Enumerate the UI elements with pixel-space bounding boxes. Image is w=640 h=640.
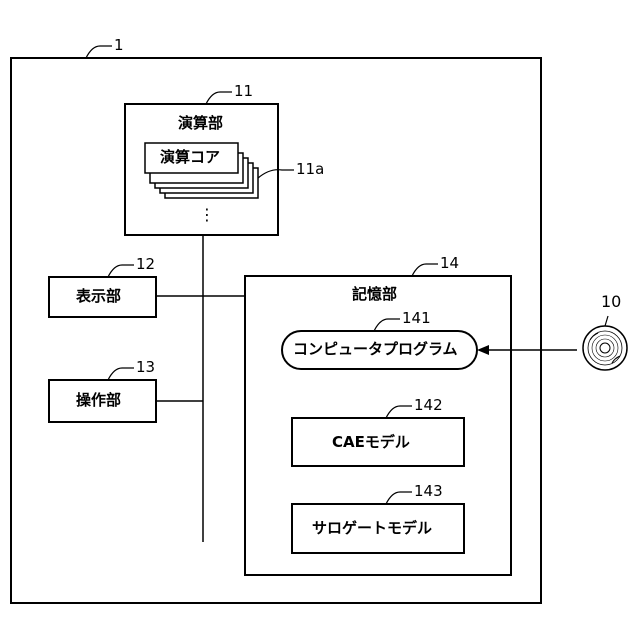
leader-line-143 [386, 492, 412, 504]
ref-13: 13 [136, 360, 155, 375]
leader-line-11a [258, 170, 294, 178]
storage-label: 記憶部 [352, 287, 397, 302]
ref-142: 142 [414, 398, 443, 413]
leader-line-142 [386, 406, 412, 418]
leader-line-141 [374, 319, 400, 331]
processor-label: 演算部 [178, 116, 223, 131]
ellipsis: ⋮ [199, 207, 215, 223]
ref-10: 10 [601, 294, 621, 310]
optical-disc-icon [583, 326, 627, 370]
leader-line-14 [412, 264, 438, 276]
operation-label: 操作部 [76, 393, 121, 408]
ref-141: 141 [402, 311, 431, 326]
program-label: コンピュータプログラム [293, 342, 458, 357]
ref-14: 14 [440, 256, 459, 271]
leader-line-11 [206, 92, 232, 104]
leader-line-12 [108, 265, 134, 277]
ref-12: 12 [136, 257, 155, 272]
display-label: 表示部 [76, 289, 121, 304]
core-label: 演算コア [160, 150, 220, 165]
leader-line-10 [605, 316, 608, 326]
ref-11a: 11a [296, 162, 324, 177]
ref-11: 11 [234, 84, 253, 99]
ref-1: 1 [114, 38, 124, 53]
surrogate-model-label: サロゲートモデル [312, 521, 432, 536]
leader-line-1 [86, 46, 112, 58]
leader-line-13 [108, 368, 134, 380]
disc-arrow-head [477, 345, 489, 355]
ref-143: 143 [414, 484, 443, 499]
cae-model-label: CAEモデル [332, 435, 410, 450]
